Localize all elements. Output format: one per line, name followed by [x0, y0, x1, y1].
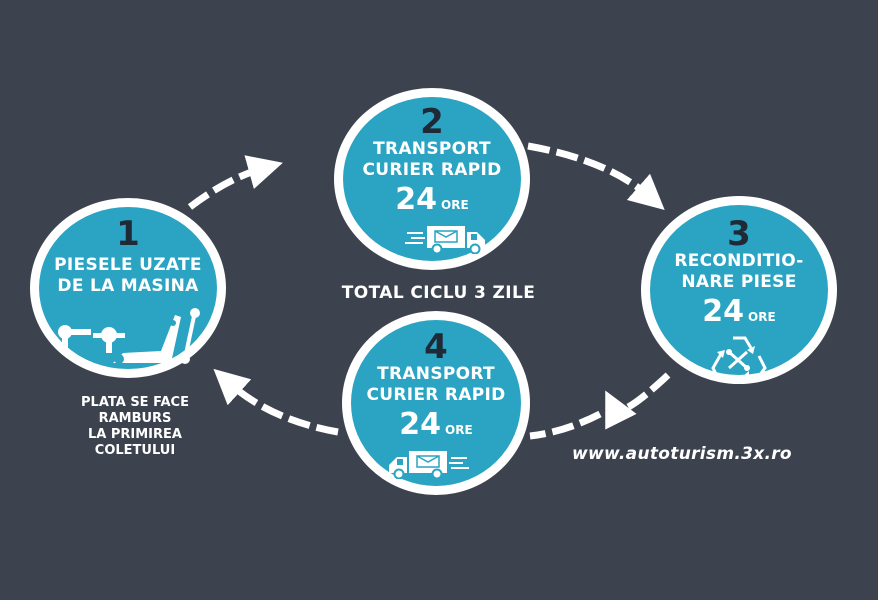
step-title-line: CURIER RAPID [366, 385, 506, 405]
duration-value: 24 [702, 294, 745, 329]
step-title-line: CURIER RAPID [362, 160, 502, 180]
step-number: 3 [727, 214, 751, 254]
step-title-line: PIESELE UZATE [54, 255, 202, 275]
arrow-3-to-4 [605, 372, 671, 430]
payment-note-line: COLETULUI [94, 443, 176, 458]
step-title-line: RECONDITIO- [674, 251, 804, 271]
step-number: 2 [420, 102, 444, 142]
payment-note-line: LA PRIMIREA [88, 427, 182, 442]
total-cycle-label: TOTAL CICLU 3 ZILE [341, 283, 536, 303]
step-title-line: NARE PIESE [681, 272, 797, 292]
delivery-van-icon [405, 222, 489, 254]
duration-unit: ORE [441, 198, 469, 212]
duration-value: 24 [395, 182, 438, 217]
payment-note-line: PLATA SE FACE [81, 395, 189, 410]
payment-note: PLATA SE FACE RAMBURS LA PRIMIREA COLETU… [40, 395, 230, 459]
arrow-4-to-1 [213, 368, 339, 436]
delivery-van-icon [385, 447, 469, 479]
arrow-2-to-3 [527, 142, 665, 210]
auto-parts-icon [53, 303, 203, 369]
step-1-circle: 1 PIESELE UZATE DE LA MASINA [30, 198, 226, 378]
duration-value: 24 [399, 407, 442, 442]
step-number: 1 [116, 214, 140, 254]
step-number: 4 [424, 327, 448, 367]
recycle-tools-icon [711, 334, 767, 380]
payment-note-line: RAMBURS [98, 411, 172, 426]
website-url: www.autoturism.3x.ro [572, 444, 792, 464]
step-title-line: DE LA MASINA [57, 276, 199, 296]
duration-unit: ORE [445, 423, 473, 437]
arrow-3-to-4-tail [529, 410, 602, 440]
duration-unit: ORE [748, 310, 776, 324]
arrow-1-to-2 [187, 155, 283, 210]
step-title-line: TRANSPORT [377, 364, 495, 384]
step-title-line: TRANSPORT [373, 139, 491, 159]
